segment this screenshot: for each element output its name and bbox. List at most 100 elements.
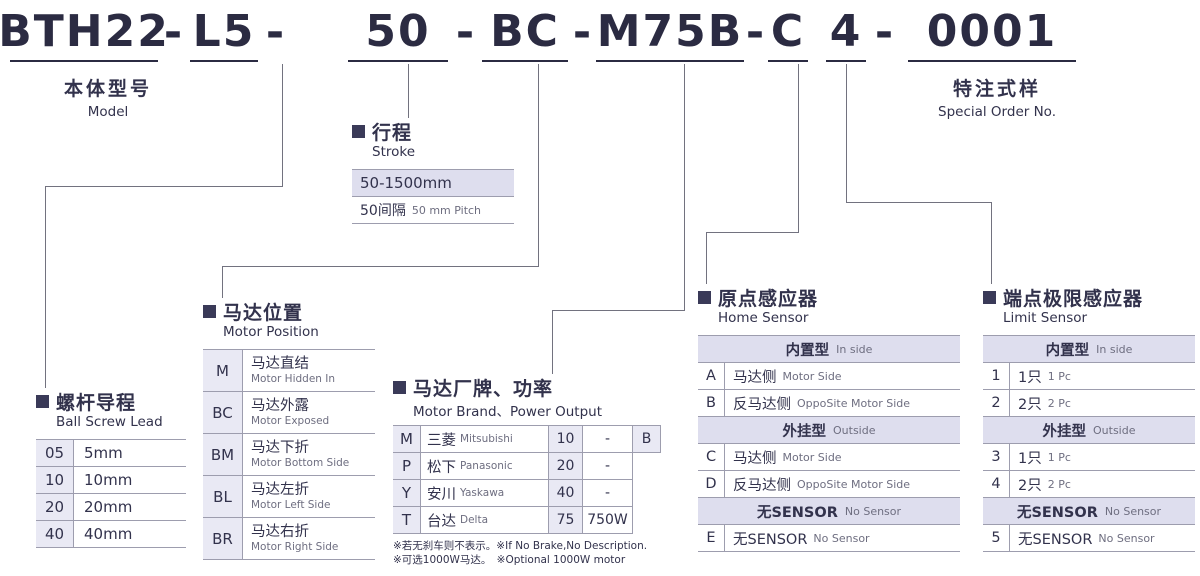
connector-line: [706, 232, 799, 233]
brand-code: T: [393, 507, 421, 533]
special-order-label-zh: 特注式样: [952, 78, 1041, 100]
motor-position-title-en: Motor Position: [223, 324, 319, 340]
sensor-desc: 2只 2 Pc: [1010, 390, 1195, 416]
model-segment-stroke: 50: [348, 2, 448, 62]
connector-line: [408, 64, 409, 118]
table-row: 1 1只 1 Pc: [983, 363, 1195, 390]
group-header-zh: 内置型: [1045, 342, 1090, 359]
sensor-desc-en: 1 Pc: [1047, 450, 1071, 464]
table-row: 05 5mm: [36, 440, 186, 467]
position-desc-zh: 马达外露: [251, 397, 309, 414]
motor-brand-title: 马达厂牌、功率: [393, 374, 668, 400]
position-code: M: [203, 350, 243, 391]
square-bullet-icon: [352, 124, 365, 138]
home-sensor-table: 内置型 In side A 马达侧 Motor Side B 反马达侧 Oppo…: [698, 335, 960, 552]
position-desc: 马达左折 Motor Left Side: [243, 476, 375, 517]
sensor-code: E: [698, 525, 725, 551]
sensor-desc: 反马达侧 OppoSite Motor Side: [725, 471, 960, 497]
table-row: 3 1只 1 Pc: [983, 444, 1195, 471]
ball-screw-lead-title-en: Ball Screw Lead: [56, 414, 163, 430]
motor-brand-notes: ※若无刹车则不表示。※If No Brake,No Description. ※…: [393, 539, 668, 567]
connector-line: [991, 202, 992, 284]
table-row: M 马达直结 Motor Hidden In: [203, 350, 375, 392]
lead-code: 05: [36, 440, 74, 466]
model-label: 本体型号 Model: [28, 74, 188, 120]
motor-brand-table: M 三菱 Mitsubishi 10 - B P 松下 Panasonic 20…: [393, 425, 661, 534]
connector-line: [45, 186, 46, 388]
sensor-desc-en: Motor Side: [782, 369, 842, 383]
brand-name-en: Mitsubishi: [460, 433, 513, 445]
model-code-dash: -: [163, 6, 183, 58]
model-code-dash: -: [265, 6, 285, 58]
connector-line: [798, 64, 799, 232]
sensor-desc-en: No Sensor: [1098, 531, 1155, 545]
group-header-outside: 外挂型 Outside: [698, 417, 960, 444]
table-row: T 台达 Delta 75 750W: [393, 507, 633, 534]
special-order-label-en: Special Order No.: [938, 104, 1056, 120]
group-header-en: Outside: [833, 423, 876, 437]
model-code-dash: -: [455, 6, 475, 58]
brand-name-zh: 三菱: [427, 432, 456, 449]
sensor-desc-zh: 2只: [1018, 477, 1042, 494]
position-desc: 马达直结 Motor Hidden In: [243, 350, 375, 391]
brand-name-en: Yaskawa: [460, 487, 505, 499]
model-label-en: Model: [87, 104, 129, 120]
group-header-no-sensor: 无SENSOR No Sensor: [983, 498, 1195, 525]
square-bullet-icon: [983, 290, 996, 304]
sensor-code: 5: [983, 525, 1010, 551]
group-header-en: Outside: [1093, 423, 1136, 437]
group-header-zh: 内置型: [785, 342, 830, 359]
sensor-desc: 2只 2 Pc: [1010, 471, 1195, 497]
stroke-pitch-zh: 50间隔: [360, 203, 406, 219]
group-header-inside: 内置型 In side: [698, 336, 960, 363]
position-desc-en: Motor Exposed: [251, 414, 330, 427]
limit-sensor-table: 内置型 In side 1 1只 1 Pc 2 2只 2 Pc 外挂型 Outs…: [983, 335, 1195, 552]
sensor-code: 4: [983, 471, 1010, 497]
table-row: 40 40mm: [36, 521, 186, 548]
home-sensor-title-zh: 原点感应器: [718, 287, 819, 310]
motor-position-title-zh: 马达位置: [223, 301, 304, 324]
connector-line: [846, 202, 992, 203]
ball-screw-lead-table: 05 5mm 10 10mm 20 20mm 40 40mm: [36, 439, 186, 548]
stroke-title-en: Stroke: [372, 144, 416, 160]
ball-screw-lead-section: 螺杆导程 Ball Screw Lead 05 5mm 10 10mm 20 2…: [36, 388, 186, 548]
motor-position-table: M 马达直结 Motor Hidden In BC 马达外露 Motor Exp…: [203, 349, 375, 560]
brand-name-zh: 松下: [427, 459, 456, 476]
home-sensor-section: 原点感应器 Home Sensor 内置型 In side A 马达侧 Moto…: [698, 284, 960, 552]
connector-line: [552, 310, 553, 374]
group-header-en: In side: [836, 342, 873, 356]
lead-code: 40: [36, 521, 74, 547]
model-code-dash: -: [572, 6, 592, 58]
brand-name-en: Delta: [460, 514, 489, 526]
table-row: P 松下 Panasonic 20 -: [393, 453, 633, 480]
motor-position-section: 马达位置 Motor Position M 马达直结 Motor Hidden …: [203, 298, 375, 560]
table-row: 5 无SENSOR No Sensor: [983, 525, 1195, 552]
table-row: B 反马达侧 OppoSite Motor Side: [698, 390, 960, 417]
sensor-code: 2: [983, 390, 1010, 416]
stroke-section: 行程 Stroke 50-1500mm 50间隔 50 mm Pitch: [352, 118, 514, 224]
motor-position-title: 马达位置: [203, 298, 375, 324]
sensor-desc: 1只 1 Pc: [1010, 363, 1195, 389]
note-optional-motor: ※可选1000W马达。 ※Optional 1000W motor: [393, 554, 626, 567]
position-desc-zh: 马达右折: [251, 523, 309, 540]
table-row: E 无SENSOR No Sensor: [698, 525, 960, 552]
position-code: BC: [203, 392, 243, 433]
position-desc-zh: 马达直结: [251, 355, 309, 372]
table-row: C 马达侧 Motor Side: [698, 444, 960, 471]
model-segment-limit-sensor: 4: [826, 2, 866, 62]
group-header-zh: 外挂型: [782, 423, 827, 440]
special-order-label: 特注式样 Special Order No.: [912, 74, 1082, 120]
position-desc-zh: 马达左折: [251, 481, 309, 498]
brand-code: M: [393, 426, 421, 452]
sensor-desc: 反马达侧 OppoSite Motor Side: [725, 390, 960, 416]
limit-sensor-title-en: Limit Sensor: [1003, 310, 1088, 326]
brake-option: B: [633, 426, 661, 452]
group-header-zh: 无SENSOR: [756, 504, 838, 521]
sensor-code: 3: [983, 444, 1010, 470]
brand-name: 台达 Delta: [421, 507, 549, 533]
table-row: 10 10mm: [36, 467, 186, 494]
group-header-no-sensor: 无SENSOR No Sensor: [698, 498, 960, 525]
power-value: -: [583, 453, 633, 479]
power-value: 750W: [583, 507, 633, 533]
table-row: 2 2只 2 Pc: [983, 390, 1195, 417]
